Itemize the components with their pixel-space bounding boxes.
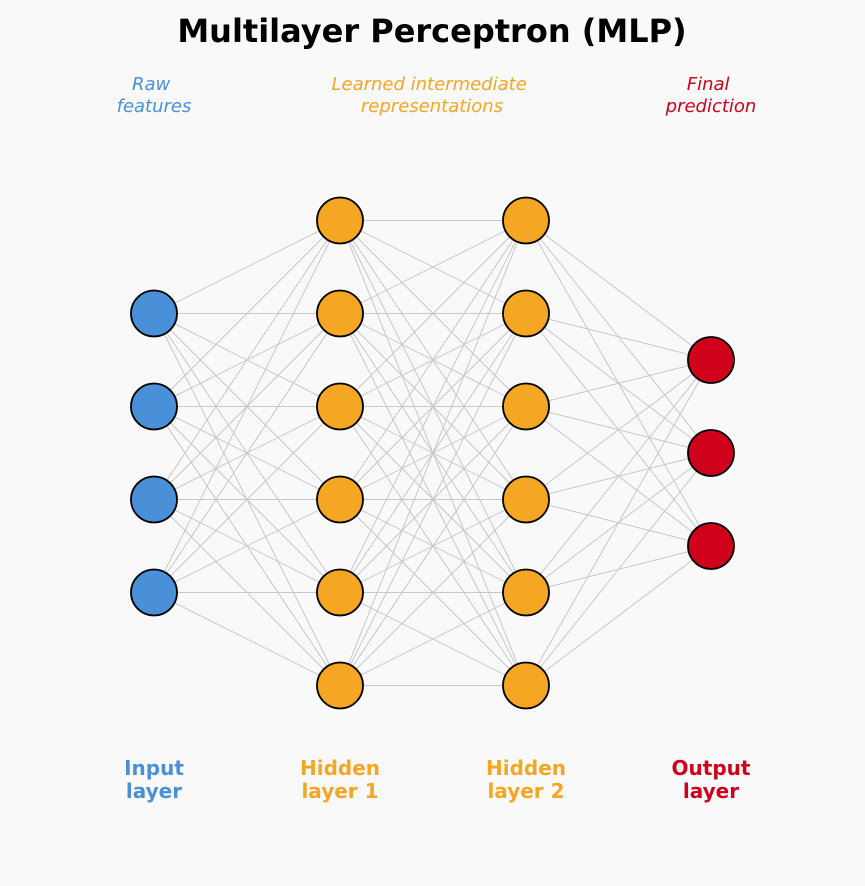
output-annotation-line-1: Final [687, 74, 730, 95]
hidden1-layer-label-line-1: Hidden [300, 756, 380, 780]
hidden2-layer-label-line-2: layer 2 [487, 779, 564, 803]
connection-hidden2-6-to-output-2 [525, 452, 712, 686]
connection-hidden1-2-to-hidden2-1 [339, 220, 527, 314]
hidden1-neuron-6 [316, 661, 364, 710]
connection-hidden2-5-to-output-1 [525, 359, 712, 593]
connection-input-1-to-hidden1-1 [153, 220, 341, 314]
hidden2-neuron-3 [502, 382, 550, 431]
connection-input-4-to-hidden1-3 [153, 406, 341, 593]
connection-hidden2-6-to-output-1 [525, 359, 712, 686]
hidden2-layer-label-line-1: Hidden [486, 756, 566, 780]
connection-input-4-to-hidden1-1 [153, 220, 341, 593]
neurons [130, 196, 735, 710]
connection-hidden2-6-to-output-3 [525, 545, 712, 686]
connection-hidden1-5-to-hidden2-1 [339, 220, 527, 593]
hidden1-neuron-2 [316, 289, 364, 338]
input-annotation-line-1: Raw [132, 74, 171, 95]
hidden-annotation-line-1: Learned intermediate [331, 74, 526, 95]
connection-input-2-to-hidden1-1 [153, 220, 341, 407]
connection-hidden1-6-to-hidden2-4 [339, 499, 527, 686]
connection-hidden2-3-to-output-1 [525, 359, 712, 407]
connection-input-4-to-hidden1-6 [153, 592, 341, 686]
connection-hidden1-6-to-hidden2-1 [339, 220, 527, 686]
input-annotation-line-2: features [117, 96, 192, 117]
connection-hidden1-6-to-hidden2-3 [339, 406, 527, 686]
input-neuron-3 [130, 475, 178, 524]
input-neuron-1 [130, 289, 178, 338]
hidden1-neuron-5 [316, 568, 364, 617]
connection-input-4-to-hidden1-2 [153, 313, 341, 593]
output-layer-label-line-1: Output [672, 756, 751, 780]
hidden-annotation: Learned intermediate representations [331, 74, 532, 117]
output-neuron-2 [687, 429, 735, 477]
hidden1-neuron-1 [316, 196, 364, 245]
output-annotation: Final prediction [665, 74, 757, 117]
connections [153, 220, 712, 686]
connection-input-3-to-hidden1-1 [153, 220, 341, 500]
hidden2-neuron-1 [502, 196, 550, 245]
connection-hidden2-4-to-output-1 [525, 359, 712, 500]
hidden1-neuron-3 [316, 382, 364, 431]
output-annotation-line-2: prediction [665, 96, 757, 117]
connection-hidden2-2-to-output-1 [525, 313, 712, 361]
connection-hidden2-1-to-output-1 [525, 220, 712, 361]
hidden-annotation-line-2: representations [361, 96, 503, 117]
connection-input-4-to-hidden1-4 [153, 499, 341, 593]
output-layer-label-line-2: layer [683, 779, 739, 803]
output-neuron-3 [687, 522, 735, 570]
output-neuron-1 [687, 336, 735, 384]
input-layer-label-line-2: layer [126, 779, 182, 803]
diagram-title: Multilayer Perceptron (MLP) [177, 12, 686, 50]
hidden1-layer-label-line-2: layer 1 [301, 779, 378, 803]
hidden2-neuron-4 [502, 475, 550, 524]
connection-hidden1-6-to-hidden2-5 [339, 592, 527, 686]
input-annotation: Raw features [117, 74, 192, 117]
input-neuron-2 [130, 382, 178, 431]
hidden2-neuron-6 [502, 661, 550, 710]
connection-hidden1-6-to-hidden2-2 [339, 313, 527, 686]
hidden2-neuron-5 [502, 568, 550, 617]
hidden1-neuron-4 [316, 475, 364, 524]
hidden2-neuron-2 [502, 289, 550, 338]
connection-hidden1-4-to-hidden2-1 [339, 220, 527, 500]
input-layer-label-line-1: Input [124, 756, 184, 780]
connection-hidden1-3-to-hidden2-1 [339, 220, 527, 407]
input-neuron-4 [130, 568, 178, 617]
